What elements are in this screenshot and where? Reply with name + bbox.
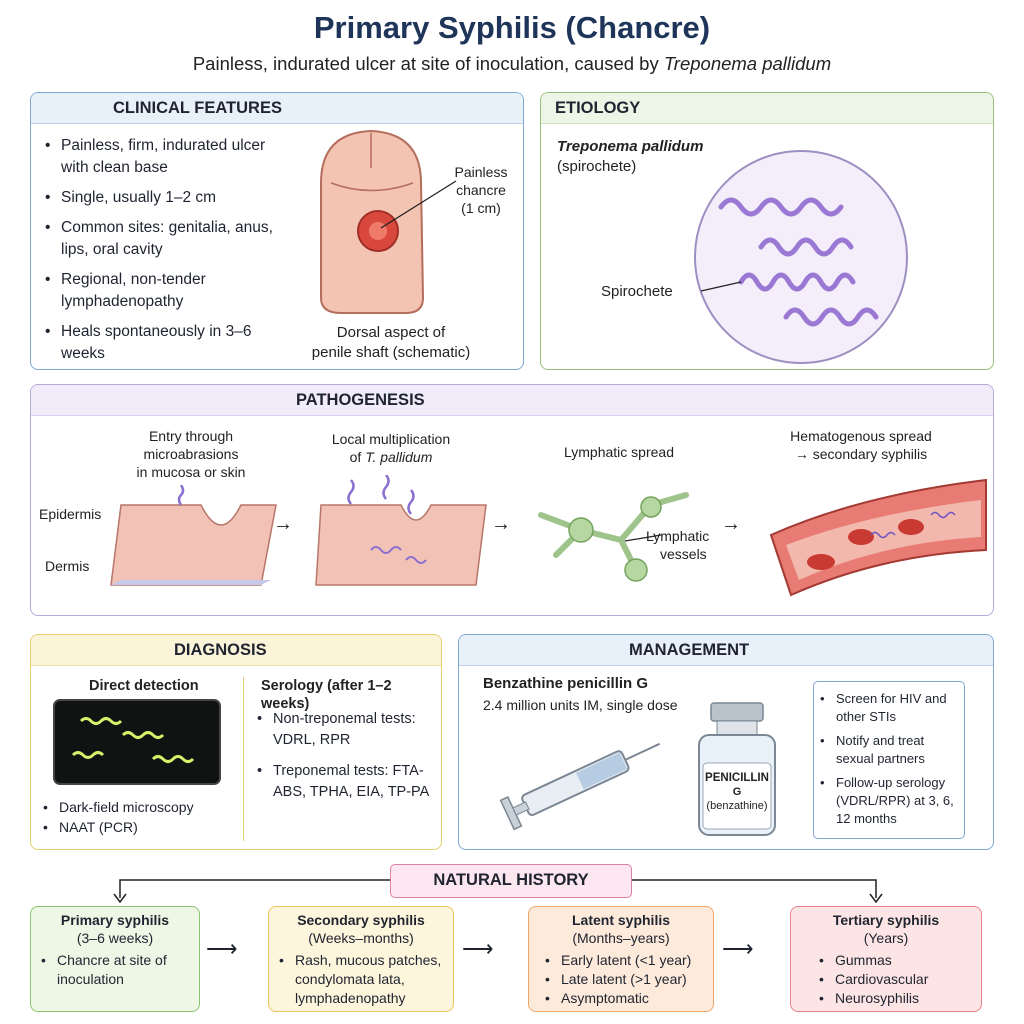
stage-latent: Latent syphilis (Months–years) Early lat…: [528, 906, 714, 1012]
list-item: Rash, mucous patches, condylomata lata, …: [277, 951, 447, 1008]
list-item: Cardiovascular: [817, 970, 975, 989]
local-multiplication-illustration: [315, 475, 487, 586]
list-item: Common sites: genitalia, anus, lips, ora…: [43, 217, 288, 261]
arrow-icon: →: [273, 513, 293, 535]
natural-history-bracket: [113, 879, 883, 904]
clinical-features-heading: CLINICAL FEATURES: [113, 99, 282, 117]
page-subtitle: Painless, indurated ulcer at site of ino…: [192, 53, 832, 74]
list-item: NAAT (PCR): [41, 817, 194, 837]
management-heading: MANAGEMENT: [629, 641, 750, 659]
serology-list: Non-treponemal tests: VDRL, RPR Treponem…: [255, 709, 435, 811]
arrow-icon: ⟶: [722, 936, 754, 961]
dark-field-image: [53, 699, 221, 785]
vial-label: PENICILLIN G (benzathine): [705, 772, 769, 812]
etiology-heading: ETIOLOGY: [555, 99, 641, 117]
dermis-label: Dermis: [45, 558, 90, 574]
direct-detection-list: Dark-field microscopy NAAT (PCR): [41, 797, 194, 843]
list-item: Dark-field microscopy: [41, 797, 194, 817]
arrow-icon: ⟶: [206, 936, 238, 961]
spirochete-micrograph: [694, 150, 908, 364]
list-item: Late latent (>1 year): [543, 970, 707, 989]
arrow-icon: ⟶: [462, 936, 494, 961]
diagnosis-panel: DIAGNOSIS Direct detection Dark-field mi…: [30, 634, 442, 850]
epidermis-label: Epidermis: [39, 506, 102, 522]
page-title: Primary Syphilis (Chancre): [313, 10, 711, 45]
etiology-panel: ETIOLOGY Treponema pallidum (spirochete)…: [540, 92, 994, 370]
blood-vessel-illustration: [769, 478, 987, 597]
management-panel: MANAGEMENT Benzathine penicillin G 2.4 m…: [458, 634, 994, 850]
stage-primary: Primary syphilis (3–6 weeks) Chancre at …: [30, 906, 200, 1012]
list-item: Chancre at site of inoculation: [39, 951, 193, 989]
penile-shaft-illustration: [320, 129, 457, 314]
serology-heading: Serology (after 1–2 weeks): [261, 678, 392, 712]
arrow-icon: →: [721, 513, 741, 535]
list-item: Painless, firm, indurated ulcer with cle…: [43, 135, 288, 179]
drug-dose: 2.4 million units IM, single dose: [483, 697, 678, 713]
clinical-features-list: Painless, firm, indurated ulcer with cle…: [43, 135, 288, 369]
list-item: Treponemal tests: FTA-ABS, TPHA, EIA, TP…: [255, 761, 435, 803]
list-item: Asymptomatic: [543, 989, 707, 1008]
stage-secondary: Secondary syphilis (Weeks–months) Rash, …: [268, 906, 454, 1012]
list-item: Follow-up serology (VDRL/RPR) at 3, 6, 1…: [818, 774, 960, 828]
natural-history-heading: NATURAL HISTORY: [390, 864, 632, 898]
management-notes-box: Screen for HIV and other STIs Notify and…: [813, 681, 965, 839]
list-item: Regional, non-tender lymphadenopathy: [43, 269, 288, 313]
list-item: Notify and treat sexual partners: [818, 732, 960, 768]
step-lymphatic-label: Lymphatic spread: [564, 444, 674, 460]
diagnosis-heading: DIAGNOSIS: [174, 641, 267, 659]
list-item: Early latent (<1 year): [543, 951, 707, 970]
lymphatic-vessels-illustration: [538, 492, 689, 582]
drug-name: Benzathine penicillin G: [483, 675, 649, 692]
list-item: Single, usually 1–2 cm: [43, 187, 288, 209]
list-item: Heals spontaneously in 3–6 weeks: [43, 321, 288, 365]
list-item: Screen for HIV and other STIs: [818, 690, 960, 726]
arrow-icon: →: [491, 513, 511, 535]
list-item: Neurosyphilis: [817, 989, 975, 1008]
list-item: Non-treponemal tests: VDRL, RPR: [255, 709, 435, 751]
skin-entry-illustration: [110, 485, 277, 586]
divider: [243, 677, 244, 841]
step-hematogenous-label: Hematogenous spread→ secondary syphilis: [790, 428, 932, 462]
penicillin-vial-icon: [698, 702, 776, 836]
syringe-icon: [499, 742, 661, 831]
step-multiplication-label: Local multiplication of T. pallidum: [331, 431, 451, 465]
clinical-features-panel: CLINICAL FEATURES Painless, firm, indura…: [30, 92, 524, 370]
spirochete-label: Spirochete: [601, 283, 673, 300]
pathogenesis-heading: PATHOGENESIS: [296, 391, 425, 409]
organism-name: Treponema pallidum (spirochete): [557, 138, 704, 175]
stage-tertiary: Tertiary syphilis (Years) Gummas Cardiov…: [790, 906, 982, 1012]
list-item: Gummas: [817, 951, 975, 970]
direct-detection-heading: Direct detection: [89, 678, 199, 694]
